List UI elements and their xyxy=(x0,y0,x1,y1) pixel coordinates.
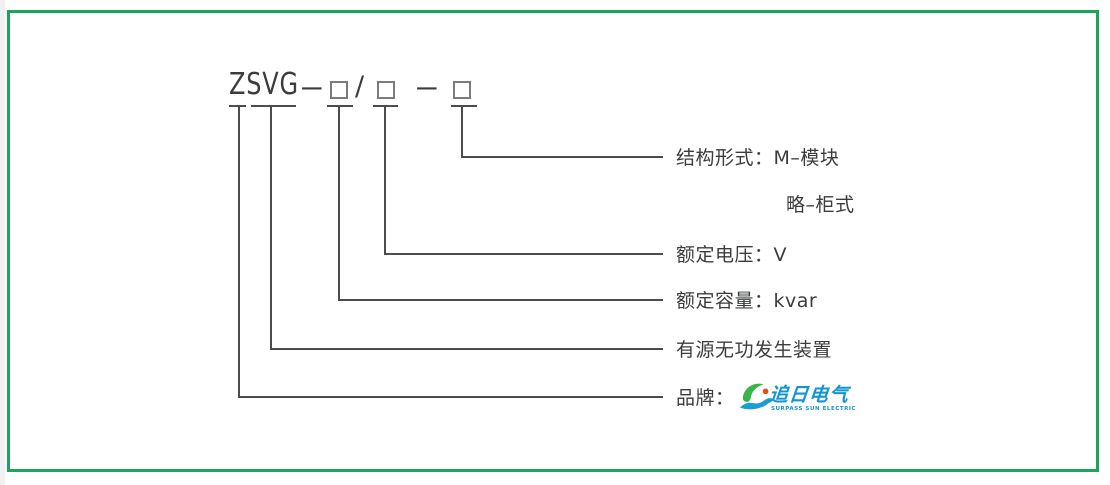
diagram-frame xyxy=(7,10,1099,472)
leader-line-voltage xyxy=(384,107,663,255)
model-slash: / xyxy=(355,71,365,102)
brand-logo-name-en: SURPASS SUN ELECTRIC xyxy=(771,406,857,412)
label-rated-capacity: 额定容量：kvar xyxy=(676,290,818,312)
label-device-name: 有源无功发生装置 xyxy=(676,339,833,361)
leader-line-brand xyxy=(238,107,663,398)
sun-swirl-icon xyxy=(740,383,773,410)
tick-structure xyxy=(451,105,477,107)
leader-line-device xyxy=(270,107,663,350)
label-structure-form-alt: 略–柜式 xyxy=(786,194,855,216)
label-brand: 品牌： xyxy=(676,387,735,409)
tick-device xyxy=(251,105,296,107)
leader-line-structure xyxy=(461,107,663,158)
model-dash-1: — xyxy=(301,70,323,105)
placeholder-box-voltage xyxy=(377,81,395,99)
label-structure-form: 结构形式：M–模块 xyxy=(676,147,840,169)
tick-capacity xyxy=(327,105,353,107)
page-edge xyxy=(0,0,5,485)
tick-brand xyxy=(229,105,246,107)
label-rated-voltage: 额定电压：V xyxy=(676,244,787,266)
brand-logo: 追日电气 SURPASS SUN ELECTRIC xyxy=(739,379,869,421)
model-dash-2: — xyxy=(416,70,438,105)
brand-logo-name-cn: 追日电气 xyxy=(767,384,851,406)
placeholder-box-structure xyxy=(453,81,471,99)
placeholder-box-capacity xyxy=(330,81,348,99)
leader-line-capacity xyxy=(338,107,663,301)
model-prefix: ZSVG xyxy=(229,67,299,102)
tick-voltage xyxy=(373,105,398,107)
